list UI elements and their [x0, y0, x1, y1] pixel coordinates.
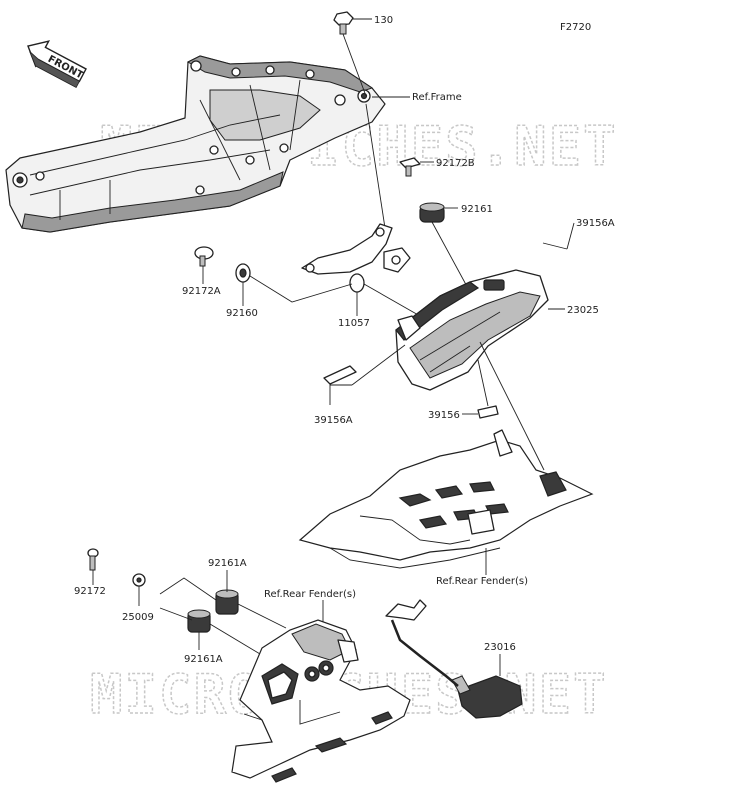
- screw-92172: [87, 548, 99, 571]
- label-ref-frame: Ref.Frame: [412, 92, 462, 103]
- frame: [5, 55, 386, 233]
- label-ref-rear-fender-right: Ref.Rear Fender(s): [436, 576, 528, 587]
- label-92161a-top: 92161A: [208, 558, 247, 569]
- grommet-92161a-top: [215, 589, 239, 615]
- rear-fender-upper: [298, 429, 594, 569]
- label-92172b: 92172B: [436, 158, 475, 169]
- grommet-92161: [419, 202, 445, 223]
- bolt-130: [333, 11, 354, 35]
- label-25009: 25009: [122, 612, 154, 623]
- screw-92172b: [399, 157, 421, 177]
- sticker-39156a: [323, 365, 357, 385]
- label-130: 130: [374, 15, 393, 26]
- bracket-11057: [301, 223, 411, 275]
- label-92172a: 92172A: [182, 286, 221, 297]
- diagram-code: F2720: [560, 22, 591, 33]
- reflector-23016: [385, 599, 523, 719]
- tail-lamp-23025: [395, 269, 549, 391]
- washer-11057: [349, 273, 365, 293]
- grommet-92160: [235, 263, 251, 283]
- label-92160: 92160: [226, 308, 258, 319]
- label-92161: 92161: [461, 204, 493, 215]
- label-11057: 11057: [338, 318, 370, 329]
- label-39156a-top: 39156A: [576, 218, 615, 229]
- label-92161a-bottom: 92161A: [184, 654, 223, 665]
- screw-92172a: [194, 246, 214, 267]
- label-23025: 23025: [567, 305, 599, 316]
- grommet-92161a-bottom: [187, 609, 211, 633]
- label-ref-rear-fender-left: Ref.Rear Fender(s): [264, 589, 356, 600]
- rear-fender-lower: [231, 619, 411, 783]
- sticker-39156: [477, 405, 499, 419]
- label-92172: 92172: [74, 586, 106, 597]
- front-arrow-icon: FRONT: [27, 40, 87, 89]
- label-39156: 39156: [428, 410, 460, 421]
- label-39156a-bottom: 39156A: [314, 415, 353, 426]
- label-23016: 23016: [484, 642, 516, 653]
